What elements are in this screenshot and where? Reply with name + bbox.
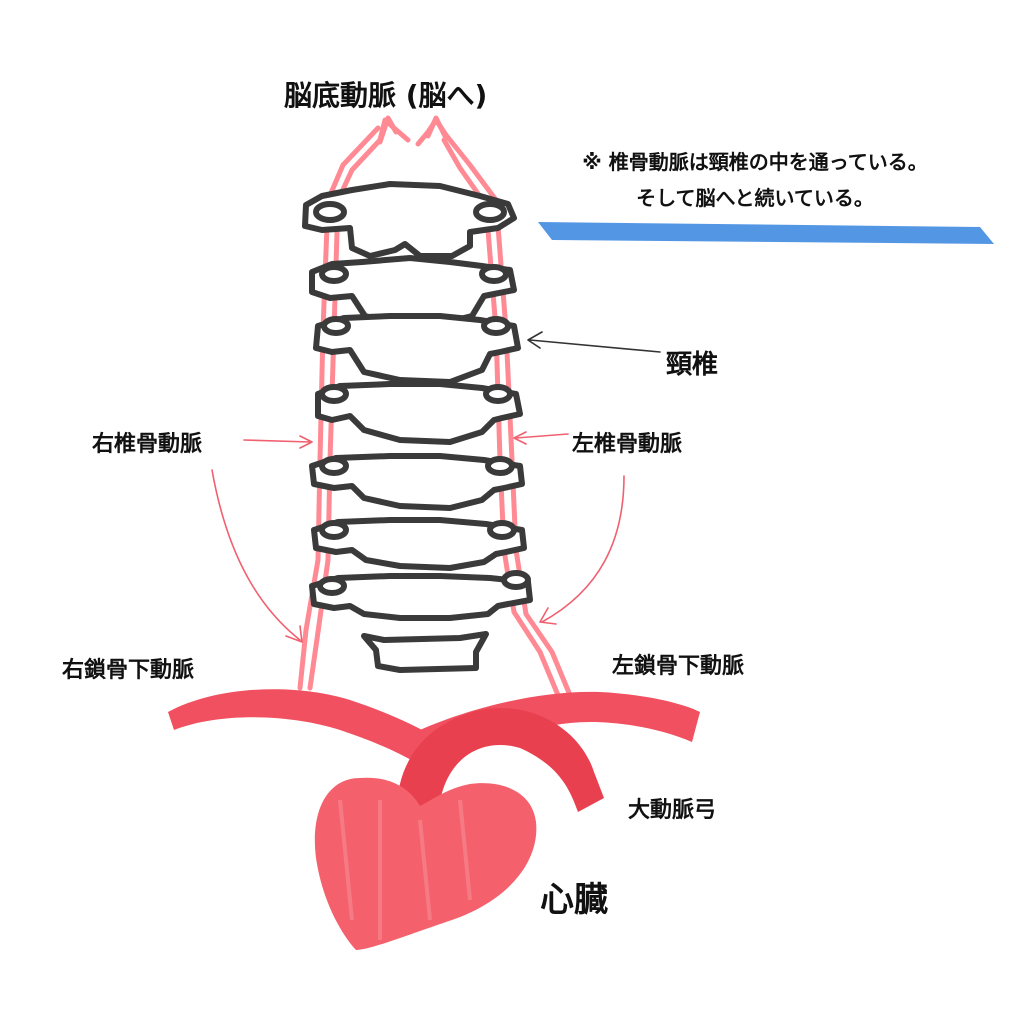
- heart-label: 心臓: [540, 880, 608, 920]
- basilar-branch-right: [425, 115, 449, 141]
- right-subclavian-artery: [168, 689, 440, 772]
- basilar-artery-label: 脳底動脈 (脳へ): [284, 79, 488, 112]
- right-vertebral-pointer-arrow: [243, 435, 313, 449]
- vertebra-6: [311, 517, 527, 571]
- aortic-arch-label: 大動脈弓: [628, 798, 717, 823]
- vertebra-8: [361, 631, 489, 673]
- vertebra-1: [302, 181, 517, 259]
- vertebra-3: [313, 313, 521, 385]
- cervical-label: 頸椎: [666, 350, 719, 380]
- cervical-vertebrae: [302, 181, 533, 673]
- vertebra-7: [309, 573, 533, 621]
- pointer-arrows: [211, 331, 661, 643]
- great-vessels: [168, 689, 700, 950]
- vertebra-2: [309, 255, 517, 327]
- basilar-branch-left: [377, 115, 399, 145]
- left-subclavian-curve-arrow: [539, 475, 625, 625]
- note-line-1: ※ 椎骨動脈は頸椎の中を通っている。: [582, 150, 928, 174]
- left-subclavian-label: 左鎖骨下動脈: [612, 654, 745, 679]
- aortic-arch: [397, 707, 604, 822]
- vertebra-4: [315, 381, 523, 445]
- cervical-pointer-arrow: [527, 331, 661, 353]
- note-line-2: そして脳へと続いている。: [636, 186, 874, 210]
- right-subclavian-curve-arrow: [211, 469, 303, 643]
- left-vertebral-pointer-arrow: [513, 431, 569, 445]
- note-block: ※ 椎骨動脈は頸椎の中を通っている。 そして脳へと続いている。: [520, 144, 990, 216]
- left-vertebral-label: 左椎骨動脈: [572, 432, 683, 457]
- right-vertebral-label: 右椎骨動脈: [92, 432, 203, 457]
- vertebral-foramen: [313, 201, 347, 223]
- vertebra-5: [309, 453, 525, 511]
- highlight-stroke: [538, 222, 994, 244]
- right-subclavian-label: 右鎖骨下動脈: [62, 658, 195, 683]
